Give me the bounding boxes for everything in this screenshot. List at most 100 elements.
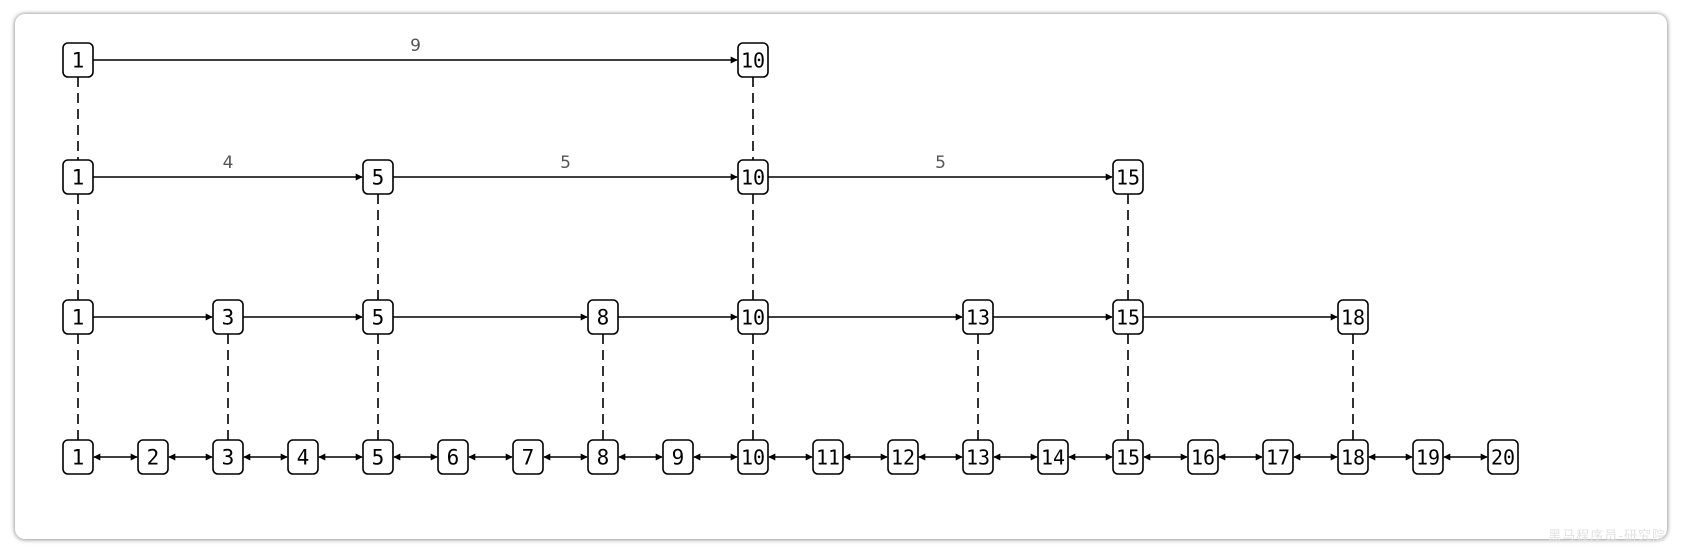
node-label: 18: [1341, 446, 1365, 470]
node-level-2-5: 5: [362, 159, 394, 195]
node-level-4-5: 5: [362, 439, 394, 475]
node-label: 11: [816, 446, 840, 470]
node-level-3-5: 5: [362, 299, 394, 335]
node-level-4-17: 17: [1262, 439, 1294, 475]
node-level-3-13: 13: [962, 299, 994, 335]
node-level-4-15: 15: [1112, 439, 1144, 475]
gap-labels: 9 4 5 5: [223, 36, 946, 173]
node-label: 10: [741, 306, 765, 330]
node-box: [212, 299, 244, 335]
node-label: 9: [672, 446, 685, 470]
horizontal-links: [93, 56, 1488, 461]
node-box: [962, 439, 994, 475]
node-label: 20: [1491, 446, 1515, 470]
node-level-2-1: 1: [62, 159, 94, 195]
node-box: [1037, 439, 1069, 475]
node-level-4-6: 6: [437, 439, 469, 475]
node-box: [137, 439, 169, 475]
node-label: 4: [297, 446, 310, 470]
node-box: [62, 42, 94, 78]
node-label: 16: [1191, 446, 1215, 470]
node-box: [287, 439, 319, 475]
node-label: 8: [597, 446, 610, 470]
gap-label-level-2-1: 4: [223, 153, 234, 173]
node-label: 13: [966, 306, 990, 330]
node-label: 19: [1416, 446, 1440, 470]
node-box: [1262, 439, 1294, 475]
node-label: 3: [222, 446, 235, 470]
watermark: 黑马程序员-研究院: [1548, 529, 1666, 544]
node-level-3-15: 15: [1112, 299, 1144, 335]
node-label: 15: [1116, 446, 1140, 470]
node-box: [662, 439, 694, 475]
node-level-3-1: 1: [62, 299, 94, 335]
node-level-4-8: 8: [587, 439, 619, 475]
node-box: [1337, 439, 1369, 475]
node-box: [362, 159, 394, 195]
node-label: 1: [72, 446, 85, 470]
node-box: [1187, 439, 1219, 475]
node-box: [737, 159, 769, 195]
node-box: [1412, 439, 1444, 475]
node-box: [512, 439, 544, 475]
node-label: 10: [741, 446, 765, 470]
node-box: [737, 299, 769, 335]
node-label: 13: [966, 446, 990, 470]
gap-label-level-1-1: 9: [410, 36, 421, 56]
node-label: 15: [1116, 306, 1140, 330]
node-box: [1112, 159, 1144, 195]
node-box: [1337, 299, 1369, 335]
node-label: 12: [891, 446, 915, 470]
node-level-4-7: 7: [512, 439, 544, 475]
node-level-4-19: 19: [1412, 439, 1444, 475]
node-level-4-10: 10: [737, 439, 769, 475]
node-level-4-2: 2: [137, 439, 169, 475]
node-label: 5: [372, 306, 385, 330]
node-box: [1112, 299, 1144, 335]
node-label: 10: [741, 49, 765, 73]
node-box: [587, 439, 619, 475]
node-box: [62, 159, 94, 195]
node-box: [362, 299, 394, 335]
node-label: 17: [1266, 446, 1290, 470]
node-level-4-1: 1: [62, 439, 94, 475]
node-box: [62, 299, 94, 335]
node-box: [62, 439, 94, 475]
node-box: [437, 439, 469, 475]
node-level-4-18: 18: [1337, 439, 1369, 475]
gap-label-level-2-2: 5: [560, 153, 571, 173]
node-level-4-16: 16: [1187, 439, 1219, 475]
node-box: [362, 439, 394, 475]
node-level-2-10: 10: [737, 159, 769, 195]
gap-label-level-2-3: 5: [935, 153, 946, 173]
node-level-4-3: 3: [212, 439, 244, 475]
node-level-4-9: 9: [662, 439, 694, 475]
node-label: 5: [372, 446, 385, 470]
node-label: 18: [1341, 306, 1365, 330]
node-box: [962, 299, 994, 335]
node-box: [737, 42, 769, 78]
node-label: 14: [1041, 446, 1065, 470]
node-box: [887, 439, 919, 475]
node-box: [1487, 439, 1519, 475]
node-level-1-1: 1: [62, 42, 94, 78]
node-level-1-10: 10: [737, 42, 769, 78]
node-box: [737, 439, 769, 475]
node-level-3-8: 8: [587, 299, 619, 335]
node-level-2-15: 15: [1112, 159, 1144, 195]
node-label: 10: [741, 166, 765, 190]
node-level-4-12: 12: [887, 439, 919, 475]
node-level-3-10: 10: [737, 299, 769, 335]
node-level-4-20: 20: [1487, 439, 1519, 475]
node-label: 3: [222, 306, 235, 330]
node-label: 2: [147, 446, 160, 470]
node-box: [812, 439, 844, 475]
vertical-links: [77, 77, 1354, 440]
node-label: 1: [72, 166, 85, 190]
node-box: [587, 299, 619, 335]
node-label: 15: [1116, 166, 1140, 190]
node-label: 1: [72, 306, 85, 330]
node-level-4-13: 13: [962, 439, 994, 475]
